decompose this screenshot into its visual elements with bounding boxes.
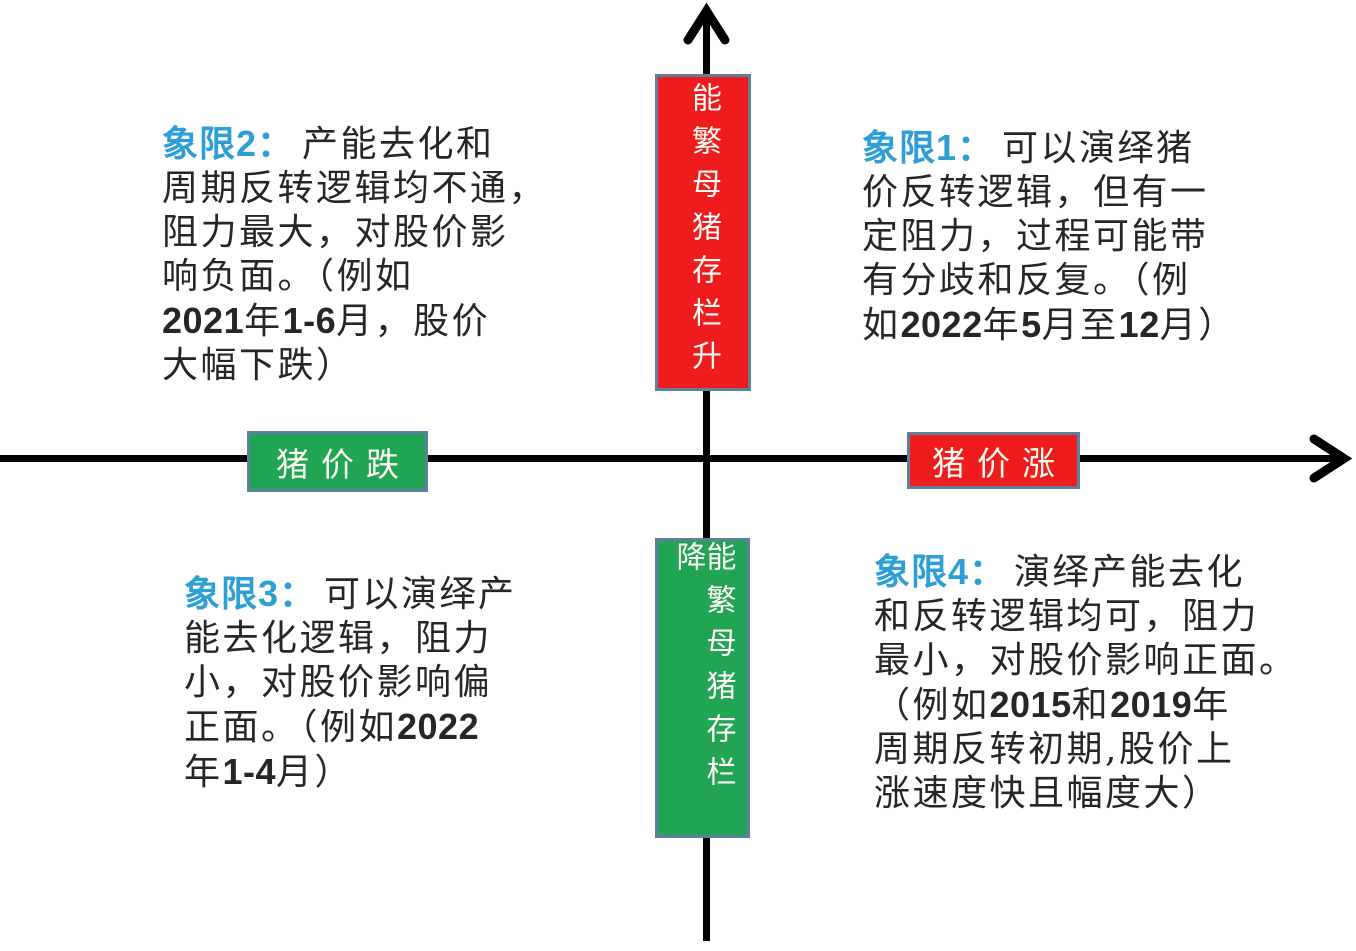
quadrant-1-body: 可以演绎猪价反转逻辑，但有一定阻力，过程可能带有分歧和反复。（例如2022年5月… bbox=[862, 128, 1237, 346]
y-axis-bottom-label-box: 能繁母猪存栏降 bbox=[655, 538, 750, 838]
quadrant-2-label: 象限2： bbox=[162, 123, 295, 164]
x-axis-left-label-box: 猪价跌 bbox=[247, 431, 428, 492]
quadrant-4-label: 象限4： bbox=[874, 551, 1007, 592]
x-axis-right-label-box: 猪价涨 bbox=[907, 432, 1080, 489]
x-axis-left-label: 猪价跌 bbox=[276, 444, 411, 484]
quadrant-4-body: 演绎产能去化和反转逻辑均可，阻力最小，对股价影响正面。（例如2015和2019年… bbox=[874, 552, 1298, 814]
quadrant-1-label: 象限1： bbox=[862, 127, 995, 168]
y-axis-top-label-box: 能繁母猪存栏升 bbox=[655, 74, 751, 391]
quadrant-3-label: 象限3： bbox=[184, 573, 317, 614]
y-axis-bottom-label: 能繁母猪存栏降 bbox=[670, 541, 736, 799]
x-axis-right-label: 猪价涨 bbox=[932, 443, 1067, 483]
quadrant-4-text: 象限4：演绎产能去化和反转逻辑均可，阻力最小，对股价影响正面。（例如2015和2… bbox=[874, 550, 1298, 816]
y-axis-arrow-icon bbox=[683, 2, 730, 45]
y-axis-top-label: 能繁母猪存栏升 bbox=[686, 82, 721, 383]
x-axis-arrow-icon bbox=[1309, 434, 1353, 483]
quadrant-1-text: 象限1：可以演绎猪价反转逻辑，但有一定阻力，过程可能带有分歧和反复。（例如202… bbox=[862, 126, 1237, 348]
